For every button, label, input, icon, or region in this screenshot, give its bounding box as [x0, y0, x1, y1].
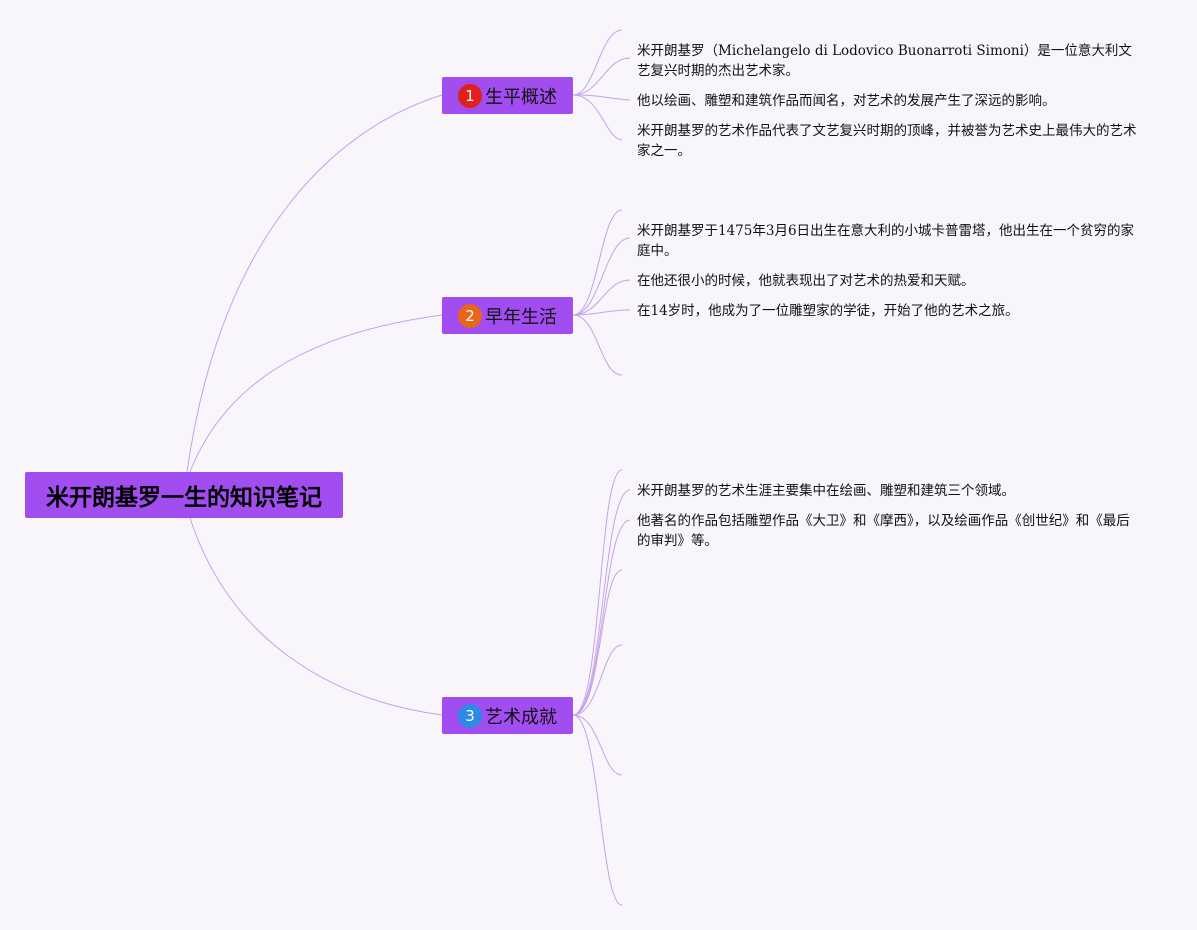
branch-2-connector	[572, 237, 631, 316]
branch-3-connector	[572, 714, 623, 776]
branch-node-biography[interactable]: 1 生平概述	[442, 77, 573, 114]
branch-node-achievements[interactable]: 3 艺术成就	[442, 697, 573, 734]
branch-1-connector	[572, 29, 623, 96]
root-to-branch-3-connector	[189, 517, 443, 716]
leaf-text: 他以绘画、雕塑和建筑作品而闻名，对艺术的发展产生了深远的影响。	[637, 93, 1056, 109]
number-1-icon: 1	[458, 83, 482, 108]
branch-3-connector	[572, 569, 623, 716]
branch-label: 生平概述	[485, 86, 557, 108]
leaf-text: 米开朗基罗（Michelangelo di Lodovico Buonarrot…	[637, 43, 1132, 79]
branch-label: 早年生活	[485, 306, 557, 328]
root-to-branch-2-connector	[189, 314, 443, 473]
branch-2-connector	[572, 314, 623, 376]
number-2-icon: 2	[458, 303, 482, 328]
branch-2-connector	[572, 279, 631, 316]
branch-2-connector	[572, 209, 623, 316]
root-title: 米开朗基罗一生的知识笔记	[46, 485, 322, 511]
branch-node-early-life[interactable]: 2 早年生活	[442, 297, 573, 334]
branch-3-connector	[572, 519, 631, 716]
root-to-branch-1-connector	[186, 94, 443, 473]
branch-2-connector	[572, 309, 631, 316]
branch-3-connector	[572, 469, 623, 716]
branch-3-connector	[572, 714, 623, 906]
leaf-text: 米开朗基罗的艺术生涯主要集中在绘画、雕塑和建筑三个领域。	[637, 483, 1015, 499]
leaf-text: 他著名的作品包括雕塑作品《大卫》和《摩西》，以及绘画作品《创世纪》和《最后的审判…	[637, 513, 1130, 549]
branch-3-connector	[572, 644, 623, 716]
branch-1-connector	[572, 94, 623, 141]
branch-label: 艺术成就	[485, 706, 557, 728]
branch-1-connector	[572, 57, 631, 96]
branch-3-connector	[572, 489, 631, 716]
number-3-icon: 3	[458, 703, 482, 728]
leaf-text: 米开朗基罗于1475年3月6日出生在意大利的小城卡普雷塔，他出生在一个贫穷的家庭…	[637, 223, 1135, 259]
branch-1-connector	[572, 94, 631, 101]
leaf-text: 米开朗基罗的艺术作品代表了文艺复兴时期的顶峰，并被誉为艺术史上最伟大的艺术家之一…	[637, 123, 1137, 159]
leaf-text: 在14岁时，他成为了一位雕塑家的学徒，开始了他的艺术之旅。	[637, 303, 1019, 319]
root-node[interactable]: 米开朗基罗一生的知识笔记	[25, 472, 343, 518]
leaf-text: 在他还很小的时候，他就表现出了对艺术的热爱和天赋。	[637, 273, 975, 289]
